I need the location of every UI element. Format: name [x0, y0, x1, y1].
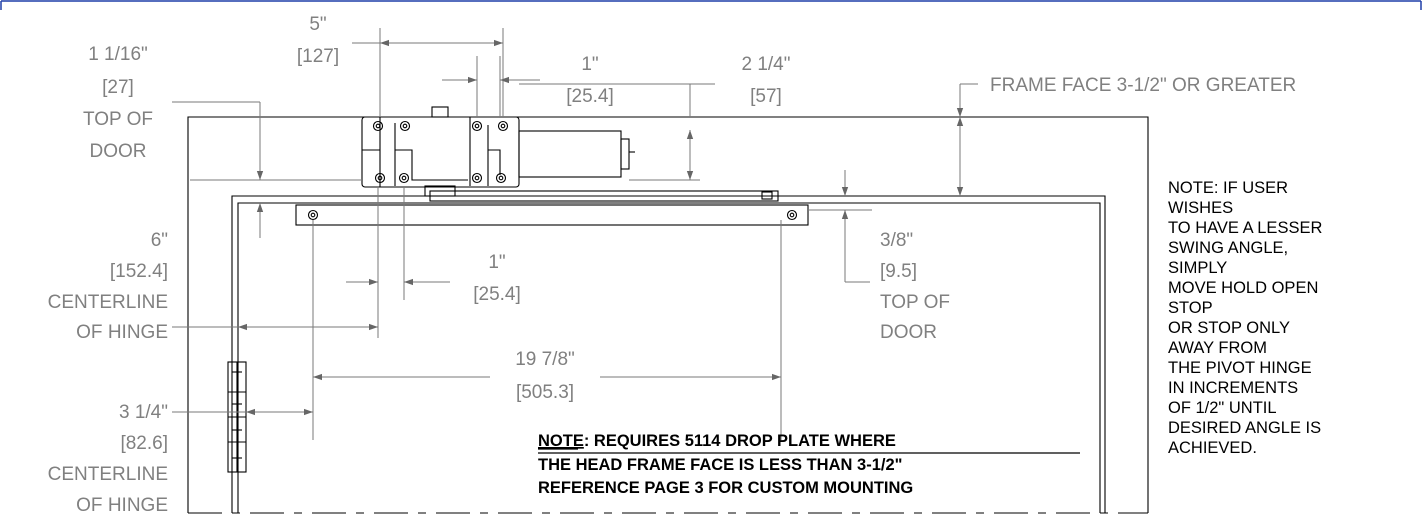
frame-face-label: FRAME FACE 3-1/2" OR GREATER: [990, 75, 1296, 96]
dim-6-note2: OF HINGE: [76, 322, 168, 343]
bottom-note-line1-rest: : REQUIRES 5114 DROP PLATE WHERE: [584, 432, 896, 450]
side-note-line-6: STOP: [1168, 299, 1213, 317]
dim-1-1-16-metric: [27]: [102, 77, 134, 98]
dim-3-1-4-note1: CENTERLINE: [48, 464, 168, 485]
dim-1-mid-label: 1": [488, 252, 505, 273]
side-note-line-3: SWING ANGLE,: [1168, 239, 1288, 257]
dim-3-1-4-metric: [82.6]: [120, 433, 168, 454]
page-border: [0, 0, 1422, 10]
dim-6-metric: [152.4]: [110, 261, 168, 282]
bottom-note-line1: NOTE: REQUIRES 5114 DROP PLATE WHERE: [538, 432, 896, 450]
closer-arm-track: [295, 190, 809, 226]
dim-3-8-label: 3/8": [880, 230, 913, 251]
dim-5-metric: [127]: [297, 46, 339, 67]
dim-3-8-note1: TOP OF: [880, 292, 950, 313]
door-closer-body: [361, 106, 635, 197]
dim-1-1-16-note1: TOP OF: [83, 109, 153, 130]
dim-3-1-4-label: 3 1/4": [119, 402, 168, 423]
bottom-note-lead: NOTE: [538, 432, 584, 450]
dim-6-note1: CENTERLINE: [48, 292, 168, 313]
side-note-line-5: MOVE HOLD OPEN: [1168, 279, 1318, 297]
side-note-line-8: AWAY FROM: [1168, 339, 1267, 357]
dim-1-mid-metric: [25.4]: [473, 284, 521, 305]
side-note-line-13: ACHIEVED.: [1168, 439, 1257, 457]
side-note: NOTE: IF USER WISHES TO HAVE A LESSER SW…: [1168, 179, 1322, 457]
dimension-lines: [172, 28, 978, 440]
pivot-hinge: [227, 361, 247, 473]
dim-1-top-metric: [25.4]: [566, 86, 614, 107]
door-frame: [187, 116, 1149, 514]
dim-1-1-16-label: 1 1/16": [88, 44, 148, 65]
side-note-line-10: IN INCREMENTS: [1168, 379, 1298, 397]
side-note-line-1: WISHES: [1168, 199, 1233, 217]
dim-19-7-8-metric: [505.3]: [516, 382, 574, 403]
side-note-line-4: SIMPLY: [1168, 259, 1227, 277]
dim-1-top-label: 1": [581, 54, 598, 75]
dim-3-1-4-note2: OF HINGE: [76, 495, 168, 516]
side-note-line-12: DESIRED ANGLE IS: [1168, 419, 1321, 437]
dim-19-7-8-label: 19 7/8": [515, 349, 575, 370]
side-note-line-11: OF 1/2" UNTIL: [1168, 399, 1277, 417]
dim-5-label: 5": [309, 14, 326, 35]
bottom-note: NOTE: REQUIRES 5114 DROP PLATE WHERE THE…: [538, 432, 1080, 497]
dim-6-label: 6": [151, 230, 168, 251]
dim-2-1-4-label: 2 1/4": [741, 54, 790, 75]
bottom-note-line3: REFERENCE PAGE 3 FOR CUSTOM MOUNTING: [538, 479, 913, 497]
side-note-line-7: OR STOP ONLY: [1168, 319, 1290, 337]
dimension-labels: 5" [127] 1" [25.4] 2 1/4" [57] FRAME FAC…: [48, 14, 1297, 516]
dim-2-1-4-metric: [57]: [750, 86, 782, 107]
dim-1-1-16-note2: DOOR: [90, 141, 147, 162]
side-note-line-9: THE PIVOT HINGE: [1168, 359, 1312, 377]
side-note-line-2: TO HAVE A LESSER: [1168, 219, 1322, 237]
side-note-line-0: NOTE: IF USER: [1168, 179, 1288, 197]
dim-3-8-metric: [9.5]: [880, 261, 917, 282]
bottom-note-line2: THE HEAD FRAME FACE IS LESS THAN 3-1/2": [538, 456, 902, 474]
dim-3-8-note2: DOOR: [880, 322, 937, 343]
